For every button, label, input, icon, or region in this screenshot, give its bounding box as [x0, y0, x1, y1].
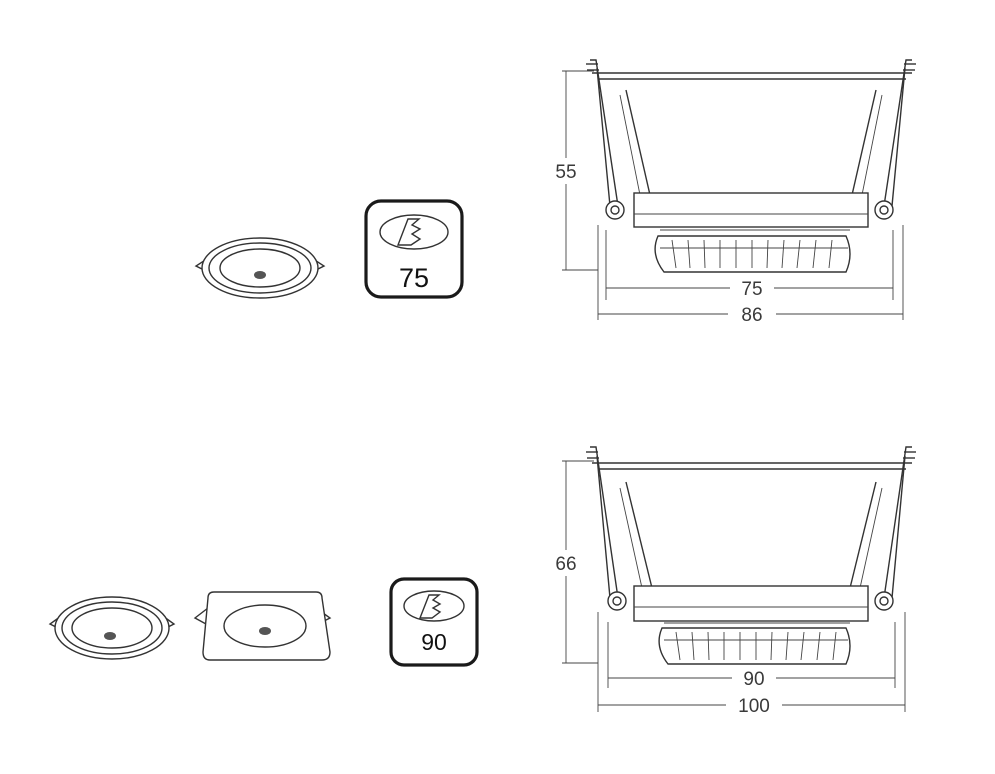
- cutout-width-dimension: 90: [743, 669, 764, 690]
- cutout-label: 90: [421, 629, 447, 655]
- cutout-badge: 75: [364, 199, 464, 299]
- side-profile-drawing: 55 75 86: [552, 59, 916, 326]
- height-dimension: 66: [555, 554, 576, 575]
- square-downlight-icon: [193, 591, 332, 661]
- side-profile-drawing: 66 90 100: [552, 446, 916, 717]
- cutout-label: 75: [399, 263, 429, 293]
- cutout-saw-icon: [379, 214, 449, 250]
- height-dimension: 55: [555, 162, 576, 183]
- cutout-saw-icon: [403, 590, 465, 622]
- cutout-badge: 90: [389, 577, 479, 667]
- round-downlight-icon: [194, 237, 326, 299]
- round-downlight-icon: [48, 596, 176, 660]
- overall-width-dimension: 86: [741, 305, 762, 326]
- overall-width-dimension: 100: [738, 696, 770, 717]
- cutout-width-dimension: 75: [741, 279, 762, 300]
